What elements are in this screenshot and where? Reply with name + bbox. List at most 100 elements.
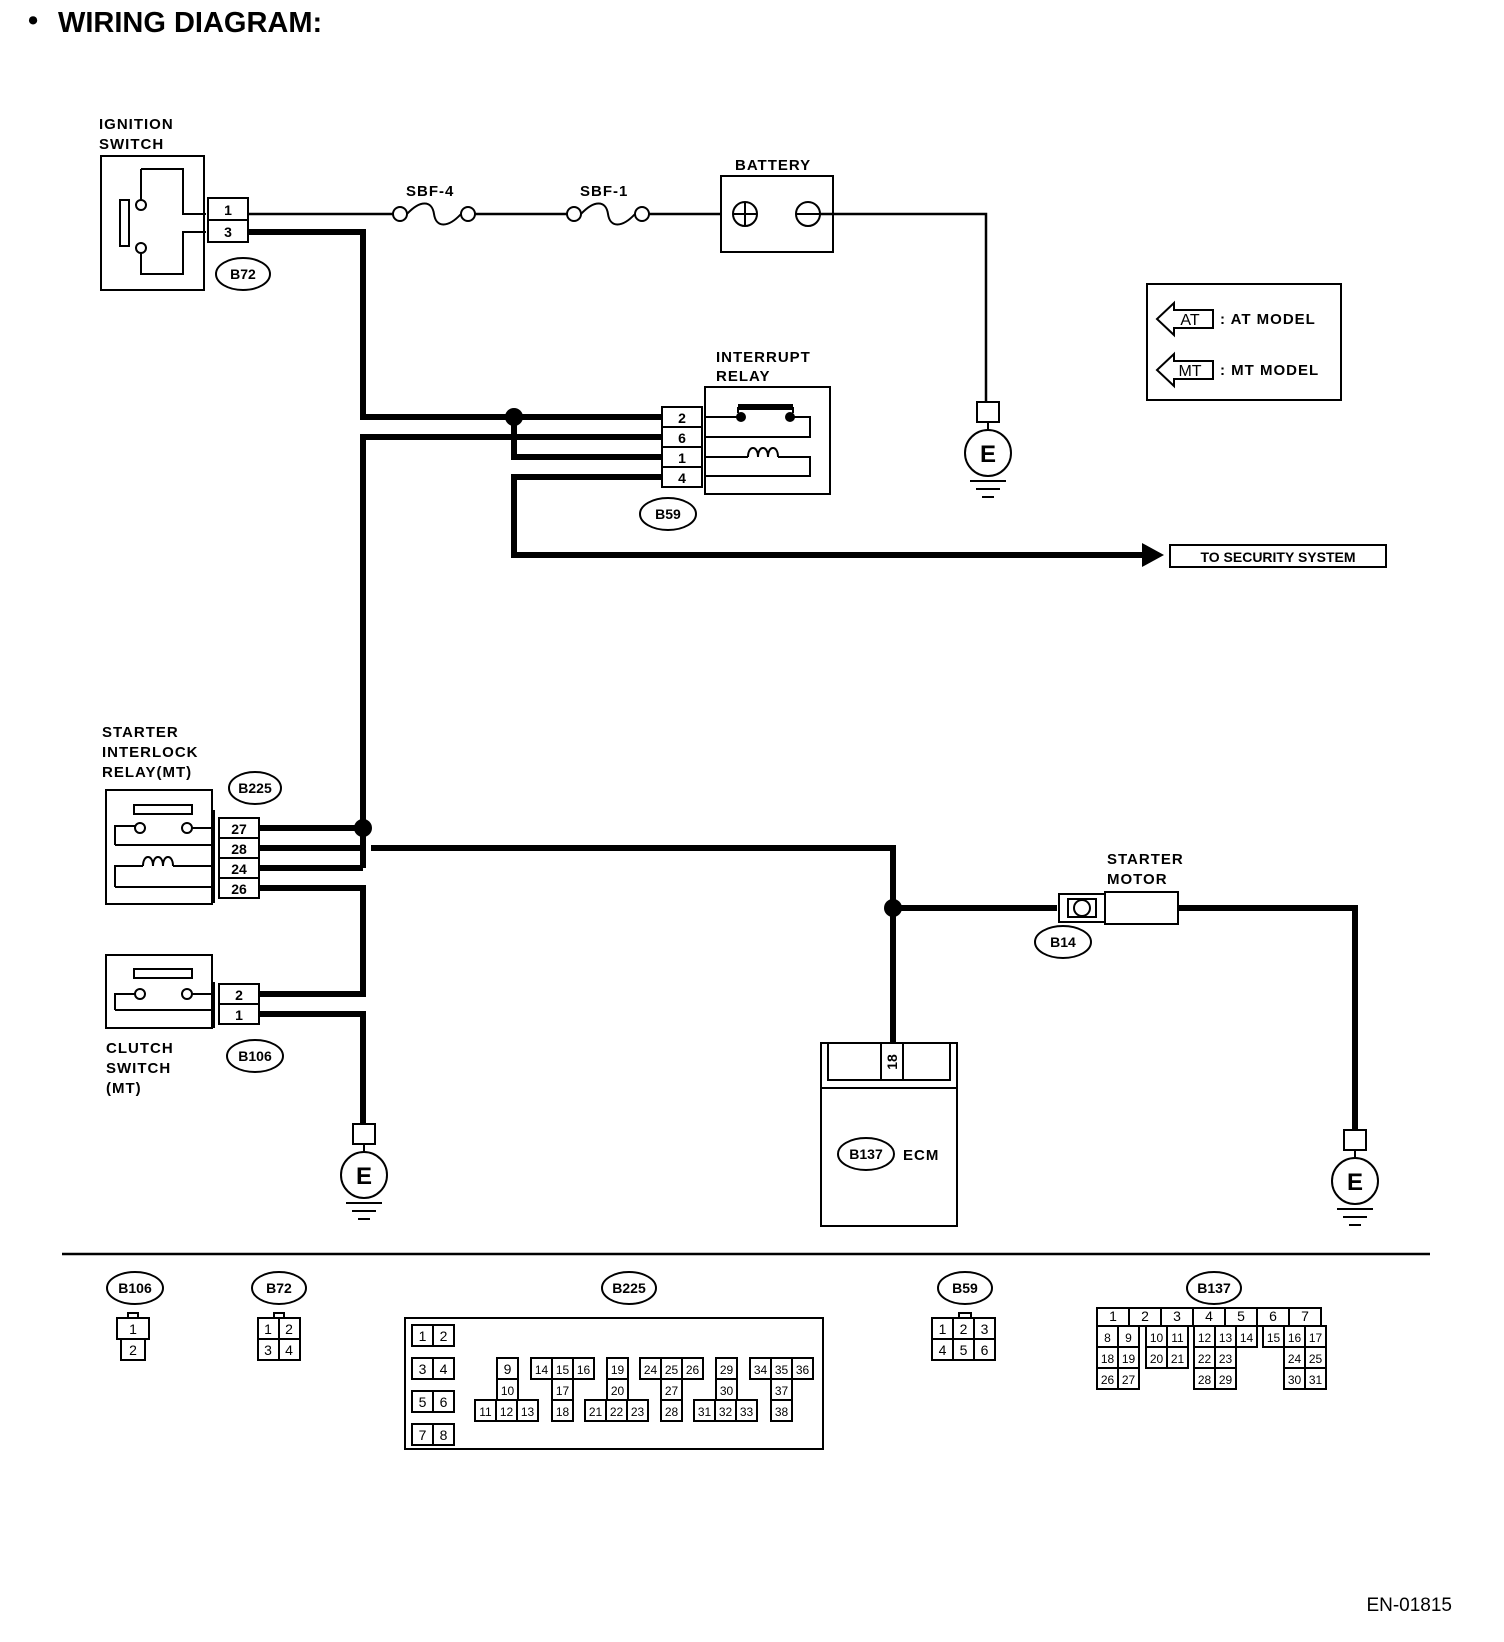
- b225-pin-28: 28: [231, 841, 247, 857]
- b137-connector-id: B137: [849, 1146, 883, 1162]
- face-b225-cell: 25: [665, 1363, 679, 1377]
- interrupt-relay-label-2: RELAY: [716, 368, 770, 385]
- face-b137-cell: 22: [1198, 1352, 1212, 1366]
- face-b225-cell: 31: [698, 1405, 712, 1419]
- face-b225-cell: 11: [479, 1405, 492, 1419]
- face-b106-id: B106: [118, 1280, 152, 1296]
- face-b225-cell: 26: [686, 1363, 700, 1377]
- face-b137-cell: 31: [1309, 1373, 1323, 1387]
- face-b225-cell: 22: [610, 1405, 624, 1419]
- face-b225-cell: 23: [631, 1405, 645, 1419]
- b59-pin-6: 6: [678, 430, 686, 446]
- ignition-switch-label-2: SWITCH: [99, 136, 164, 153]
- face-b137-cell: 4: [1205, 1308, 1213, 1324]
- b59-pin-2: 2: [678, 410, 686, 426]
- face-b225-cell: 5: [419, 1394, 427, 1410]
- face-b59-cell: 6: [981, 1342, 989, 1358]
- face-b225-cell: 30: [720, 1384, 734, 1398]
- face-b225-cell: 17: [556, 1384, 570, 1398]
- face-b225-cell: 28: [665, 1405, 679, 1419]
- face-b59-cell: 2: [960, 1321, 968, 1337]
- figure-code: EN-01815: [1366, 1595, 1452, 1616]
- face-b59-cell: 3: [981, 1321, 989, 1337]
- b225-pin-24: 24: [231, 861, 247, 877]
- b106-connector-id: B106: [238, 1048, 272, 1064]
- fuse-sbf1: SBF-1: [566, 183, 650, 226]
- face-b137-cell: 21: [1171, 1352, 1185, 1366]
- face-b137-cell: 12: [1198, 1331, 1212, 1345]
- face-b225-cell: 37: [775, 1384, 789, 1398]
- face-b137-cell: 14: [1240, 1331, 1254, 1345]
- face-b137-cell: 15: [1267, 1331, 1281, 1345]
- face-b72-cell-2: 2: [285, 1321, 293, 1337]
- face-b225-cell: 1: [419, 1328, 427, 1344]
- fuse-sbf4: SBF-4: [392, 183, 476, 226]
- face-b225-cell: 16: [577, 1363, 591, 1377]
- face-b225-cell: 7: [419, 1427, 427, 1443]
- face-b225-cell-box: [551, 1399, 574, 1422]
- face-b59-cell: 5: [960, 1342, 968, 1358]
- face-b137-cell: 3: [1173, 1308, 1181, 1324]
- face-b137-cell: 9: [1125, 1331, 1132, 1345]
- face-b225-cell-box: [432, 1423, 455, 1446]
- face-b225-cell: 12: [500, 1405, 514, 1419]
- interlock-label-1: STARTER: [102, 724, 179, 741]
- ground-starter-e: E: [1347, 1169, 1363, 1196]
- face-b225-cell: 24: [644, 1363, 658, 1377]
- face-b137-cell: 1: [1109, 1308, 1117, 1324]
- face-b137-cell: 30: [1288, 1373, 1302, 1387]
- face-b72: B72 1 2 3 4: [251, 1271, 307, 1361]
- face-b137-cell: 20: [1150, 1352, 1164, 1366]
- ecm-pin-18: 18: [884, 1054, 900, 1070]
- clutch-label-1: CLUTCH: [106, 1040, 174, 1057]
- face-b72-cell-4: 4: [285, 1342, 293, 1358]
- face-b137-cell: 26: [1101, 1373, 1115, 1387]
- face-b137-cell: 2: [1141, 1308, 1149, 1324]
- face-b225-cell: 35: [775, 1363, 789, 1377]
- face-b225-cell-box: [626, 1399, 649, 1422]
- legend-mt-tag: MT: [1178, 363, 1201, 380]
- face-b59-cell: 4: [939, 1342, 947, 1358]
- ground-starter: E: [1331, 1129, 1379, 1226]
- face-b137-cell-box: [1166, 1346, 1189, 1369]
- b72-pin-1: 1: [224, 202, 232, 218]
- face-b225-cell: 13: [521, 1405, 535, 1419]
- face-b137-cell: 5: [1237, 1308, 1245, 1324]
- face-b225-cell: 6: [440, 1394, 448, 1410]
- face-b137-cell: 25: [1309, 1352, 1323, 1366]
- face-b59-cell: 1: [939, 1321, 947, 1337]
- face-b72-cell-3: 3: [264, 1342, 272, 1358]
- legend-at-tag: AT: [1180, 312, 1199, 329]
- face-b225-cell: 3: [419, 1361, 427, 1377]
- face-b225-cell-box: [660, 1399, 683, 1422]
- starter-motor-label-1: STARTER: [1107, 851, 1184, 868]
- face-b225-cell-box: [432, 1390, 455, 1413]
- face-b225-cell-box: [572, 1357, 595, 1380]
- clutch-label-2: SWITCH: [106, 1060, 171, 1077]
- sbf1-label: SBF-1: [580, 183, 628, 200]
- face-b225-cell-box: [432, 1357, 455, 1380]
- face-b137-cell: 18: [1101, 1352, 1115, 1366]
- face-b106-cell-2: 2: [129, 1342, 137, 1358]
- battery: BATTERY: [720, 157, 834, 253]
- ecm: 18 B137 ECM: [820, 1042, 958, 1227]
- face-b225-cell: 27: [665, 1384, 679, 1398]
- face-b137-cell-box: [1235, 1325, 1258, 1348]
- face-b225-cell: 38: [775, 1405, 789, 1419]
- clutch-switch: 2 1 CLUTCH SWITCH (MT) B106: [105, 954, 284, 1097]
- starter-motor: STARTER MOTOR B14: [1034, 851, 1184, 959]
- clutch-label-3: (MT): [106, 1080, 142, 1097]
- face-b225-cell-box: [735, 1399, 758, 1422]
- face-b225-cell: 10: [501, 1384, 515, 1398]
- starter-interlock-relay: STARTER INTERLOCK RELAY(MT) B225 27 28 2…: [102, 724, 282, 905]
- face-b225-cell: 33: [740, 1405, 754, 1419]
- face-b225-cell: 19: [611, 1363, 625, 1377]
- face-b137-cell: 28: [1198, 1373, 1212, 1387]
- starter-motor-label-2: MOTOR: [1107, 871, 1168, 888]
- face-b137-cell-box: [1117, 1367, 1140, 1390]
- ecm-label: ECM: [903, 1147, 939, 1164]
- face-b225-cell: 4: [440, 1361, 448, 1377]
- interrupt-relay: INTERRUPT RELAY 2 6 1 4 B59: [639, 349, 831, 531]
